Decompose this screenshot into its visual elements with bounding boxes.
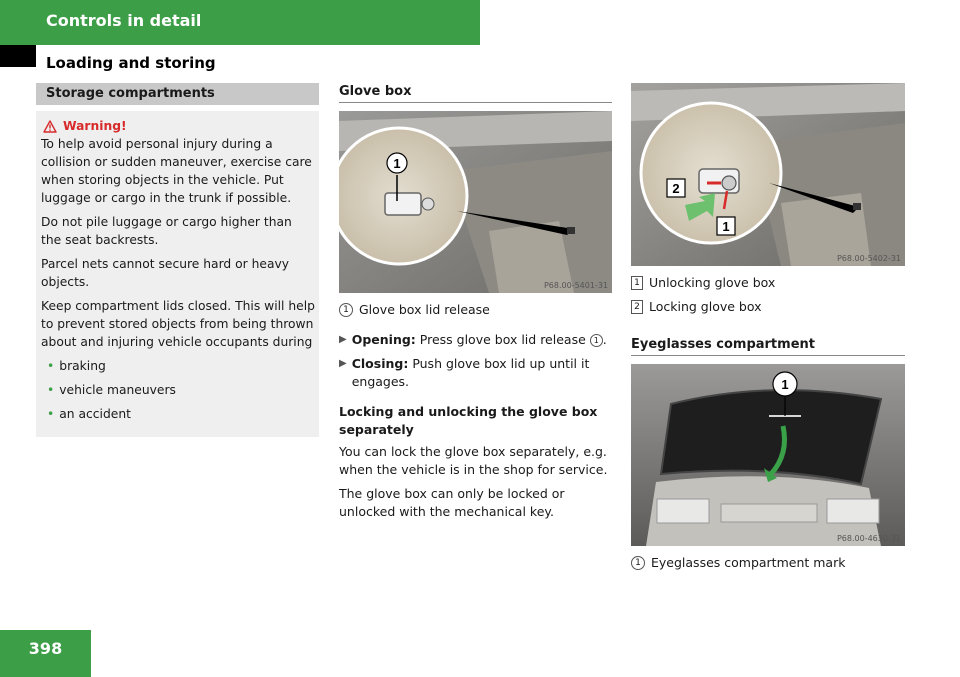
legend-item: 1 Eyeglasses compartment mark <box>631 554 905 572</box>
warning-bullet: an accident <box>47 405 315 423</box>
legend-text: Eyeglasses compartment mark <box>651 555 846 570</box>
lock-paragraph: You can lock the glove box separately, e… <box>339 444 608 477</box>
eyeglasses-callout: 1 <box>781 377 788 392</box>
glovebox-callout: 1 <box>393 156 400 171</box>
step-label: Closing: <box>351 356 409 371</box>
chapter-header: Controls in detail <box>0 0 480 45</box>
legend-item: 1 Unlocking glove box <box>631 274 905 292</box>
step-arrow-icon: ▶ <box>339 358 347 369</box>
legend-item: 1 Glove box lid release <box>339 301 612 319</box>
instruction-step: ▶ Opening: Press glove box lid release 1… <box>339 331 612 349</box>
page-number: 398 <box>0 630 91 677</box>
eyeglasses-photo: 1 P68.00-4630-31 <box>631 364 905 546</box>
legend-text: Glove box lid release <box>359 302 490 317</box>
step-content: Closing: Push glove box lid up until it … <box>352 355 612 391</box>
glovebox-photo: 1 P68.00-5401-31 <box>339 111 612 293</box>
step-label: Opening: <box>351 332 416 347</box>
legend-number: 1 <box>631 276 643 290</box>
legend-item: 2 Locking glove box <box>631 298 905 316</box>
glovebox-heading: Glove box <box>339 83 612 103</box>
storage-heading: Storage compartments <box>36 83 319 105</box>
warning-paragraph: To help avoid personal injury during a c… <box>41 137 312 205</box>
photo-code: P68.00-4630-31 <box>836 534 901 543</box>
instruction-step: ▶ Closing: Push glove box lid up until i… <box>339 355 612 391</box>
warning-title: Warning! <box>63 119 127 133</box>
step-text: Push glove box lid up until it engages. <box>351 356 590 389</box>
photo-code: P68.00-5401-31 <box>543 281 608 290</box>
chapter-title: Controls in detail <box>46 11 202 30</box>
warning-paragraph: Parcel nets cannot secure hard or heavy … <box>41 257 290 289</box>
section-subtitle: Loading and storing <box>46 54 216 72</box>
step-content: Opening: Press glove box lid release 1. <box>352 331 607 349</box>
storage-column: Storage compartments Warning! To help av… <box>36 83 319 437</box>
eyeglasses-heading: Eyeglasses compartment <box>631 336 905 356</box>
lock-callout-2: 2 <box>672 181 679 196</box>
lock-paragraph: The glove box can only be locked or unlo… <box>339 486 565 519</box>
warning-triangle-icon <box>43 119 57 133</box>
warning-bullet: vehicle maneuvers <box>47 381 315 399</box>
header-tab-mark <box>0 45 36 67</box>
warning-bullet: braking <box>47 357 315 375</box>
legend-number: 2 <box>631 300 643 314</box>
warning-paragraph: Do not pile luggage or cargo higher than… <box>41 215 292 247</box>
glovebox-column: Glove box 1 P68.00-5401-31 <box>339 83 612 527</box>
warning-paragraph: Keep compartment lids closed. This will … <box>41 299 315 349</box>
photo-code: P68.00-5402-31 <box>836 254 901 263</box>
right-column: 2 1 P68.00-5402-31 1 Unlocking glove box… <box>631 83 905 578</box>
step-arrow-icon: ▶ <box>339 334 347 345</box>
lock-photo: 2 1 P68.00-5402-31 <box>631 83 905 266</box>
lock-callout-1: 1 <box>722 219 729 234</box>
lock-subtitle: Locking and unlocking the glove box sepa… <box>339 404 598 437</box>
legend-number: 1 <box>339 303 353 317</box>
warning-box: Warning! To help avoid personal injury d… <box>36 111 319 437</box>
warning-title-row: Warning! <box>43 117 315 135</box>
legend-number: 1 <box>631 556 645 570</box>
step-ref: 1 <box>589 334 603 347</box>
step-text: Press glove box lid release <box>419 332 586 347</box>
legend-text: Locking glove box <box>649 299 762 314</box>
step-suffix: . <box>602 332 607 347</box>
legend-text: Unlocking glove box <box>649 275 776 290</box>
